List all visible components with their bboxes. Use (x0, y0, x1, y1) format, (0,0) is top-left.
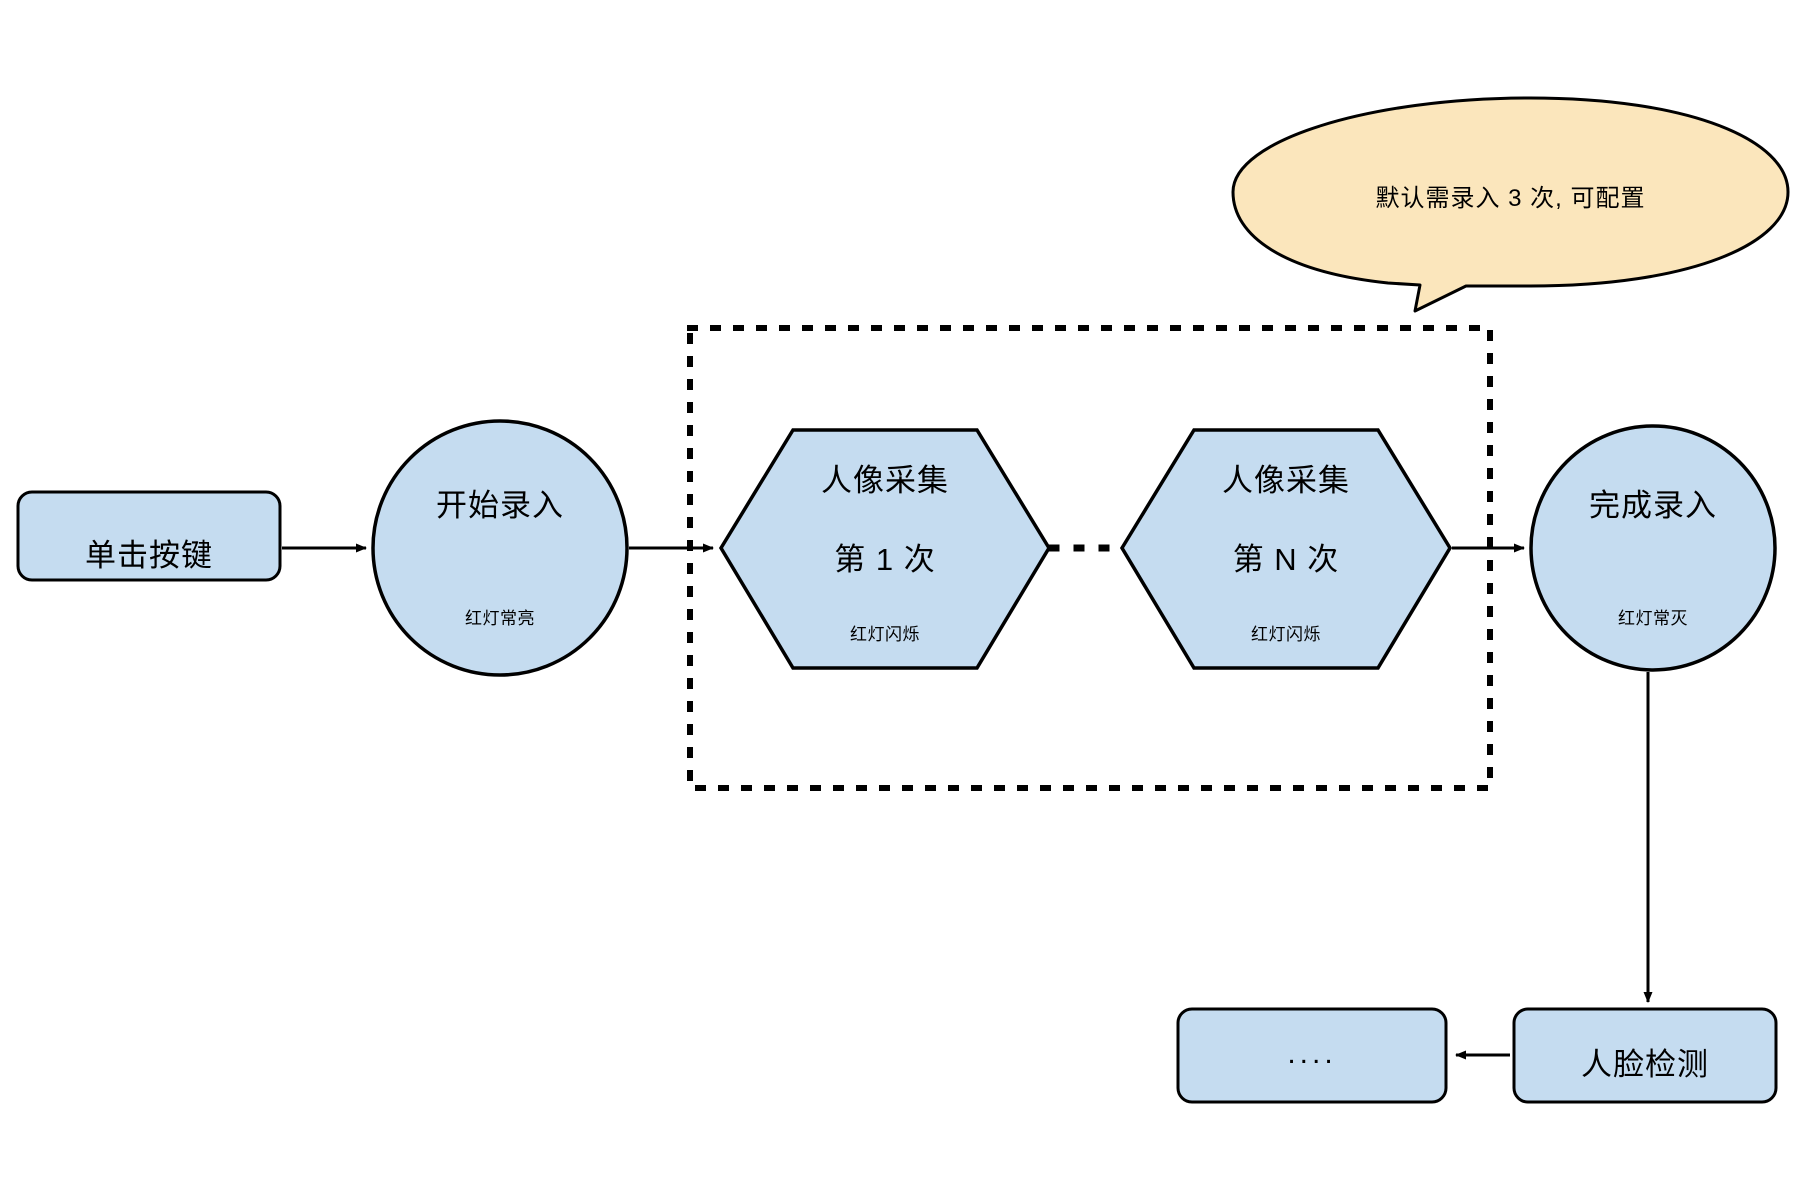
node-start-enroll[interactable] (373, 421, 627, 675)
node-capture-first[interactable] (721, 430, 1049, 668)
node-click-key-shape[interactable] (16, 490, 282, 582)
callout-balloon[interactable] (1233, 98, 1788, 311)
node-face-detect[interactable] (1514, 1009, 1776, 1102)
node-face-detect-shape[interactable] (1512, 1007, 1778, 1104)
node-capture-nth-shape[interactable] (1119, 428, 1453, 670)
node-start-enroll-shape[interactable] (371, 419, 629, 677)
node-capture-nth[interactable] (1122, 430, 1450, 668)
node-more-steps[interactable] (1178, 1009, 1446, 1102)
capture-loop-group (687, 325, 1493, 791)
callout-balloon-shape (1231, 96, 1790, 313)
node-click-key[interactable] (18, 492, 280, 580)
node-more-steps-shape[interactable] (1176, 1007, 1448, 1104)
node-finish-enroll-shape[interactable] (1529, 424, 1777, 672)
node-finish-enroll[interactable] (1531, 426, 1775, 670)
